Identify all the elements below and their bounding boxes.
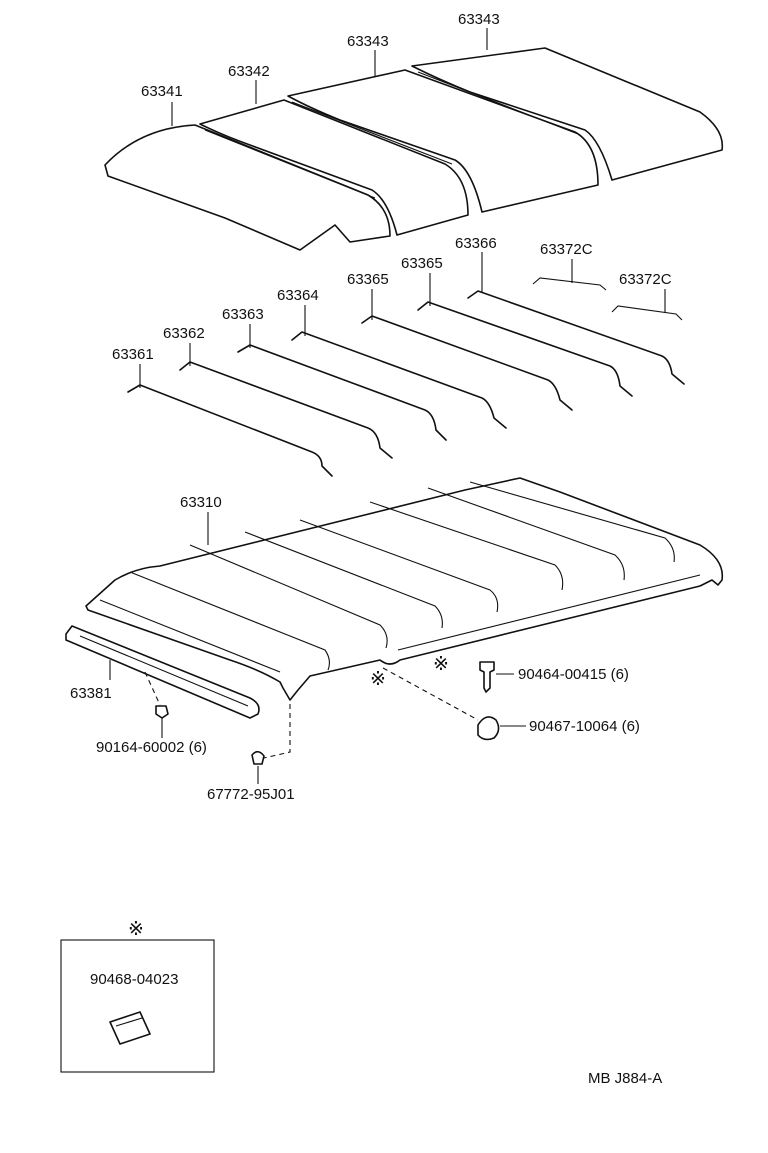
clip-67772 [251, 750, 265, 765]
bow-63365-a [361, 315, 573, 411]
inset-frame [60, 939, 215, 1073]
label-67772: 67772-95J01 [207, 786, 295, 803]
headlining-rib [129, 571, 331, 671]
label-63343: 63343 [347, 33, 389, 50]
leader-dash [144, 671, 161, 706]
fasteners [144, 661, 500, 765]
clip-90468 [109, 1011, 151, 1045]
reference-marks: ※ ※ ※ [128, 654, 449, 940]
diagram-code: MB J884-A [588, 1070, 662, 1087]
label-63364: 63364 [277, 287, 319, 304]
roof-insulator-panels [104, 47, 724, 251]
label-63310: 63310 [180, 494, 222, 511]
bow-63362 [179, 361, 393, 459]
nut-90467 [477, 716, 500, 741]
insulator-panel-63343-rear [411, 47, 724, 181]
headlining-63310 [85, 477, 724, 701]
label-63342: 63342 [228, 63, 270, 80]
label-90468: 90468-04023 [90, 971, 178, 988]
label-90464: 90464-00415 (6) [518, 666, 629, 683]
headlining-edge [99, 599, 281, 673]
headlining-rib [299, 519, 499, 613]
bow-63363 [237, 344, 447, 441]
rail-63381 [65, 625, 260, 719]
headlining-rib [369, 501, 564, 591]
clip-90164 [155, 705, 169, 719]
front-rail [65, 625, 260, 719]
clip-detail [115, 1017, 143, 1027]
leader-lines [109, 28, 666, 784]
inset-box [60, 939, 215, 1073]
insulator-panel-63343 [287, 69, 599, 213]
ref-mark: ※ [370, 669, 386, 690]
bow-63365-b [417, 301, 633, 397]
headlining-rib [189, 544, 388, 649]
label-63365-a: 63365 [347, 271, 389, 288]
label-63343-rear: 63343 [458, 11, 500, 28]
headlining-rib [427, 487, 625, 581]
panel-seam [417, 71, 579, 135]
front-rail-detail [79, 635, 249, 707]
screw-90464 [479, 661, 495, 693]
bow-63366 [467, 290, 685, 385]
label-63362: 63362 [163, 325, 205, 342]
insulator-panel-63342 [199, 99, 469, 236]
part-labels: 63343 63343 63342 63341 63366 63372C 633… [70, 11, 672, 1087]
label-63372c-a: 63372C [540, 241, 593, 258]
label-63363: 63363 [222, 306, 264, 323]
label-63372c-b: 63372C [619, 271, 672, 288]
ref-mark: ※ [433, 654, 449, 675]
label-63361: 63361 [112, 346, 154, 363]
panel-seam [204, 129, 376, 199]
label-63341: 63341 [141, 83, 183, 100]
clip-63372c-a [532, 277, 607, 291]
label-63381: 63381 [70, 685, 112, 702]
ref-mark: ※ [128, 919, 144, 940]
bow-63361 [127, 384, 333, 477]
label-90164: 90164-60002 (6) [96, 739, 207, 756]
bow-63364 [291, 331, 507, 429]
panel-seam [291, 101, 453, 165]
label-63365-b: 63365 [401, 255, 443, 272]
headlining-edge [397, 574, 701, 651]
roof-bows [127, 277, 685, 477]
label-90467: 90467-10064 (6) [529, 718, 640, 735]
headlining-body [85, 477, 724, 701]
label-63366: 63366 [455, 235, 497, 252]
leader-dash [263, 704, 291, 759]
headlining-rib [469, 481, 675, 563]
clip-63372c-b [611, 305, 683, 321]
headlining-rib [244, 531, 443, 629]
leader-dash [382, 667, 479, 721]
